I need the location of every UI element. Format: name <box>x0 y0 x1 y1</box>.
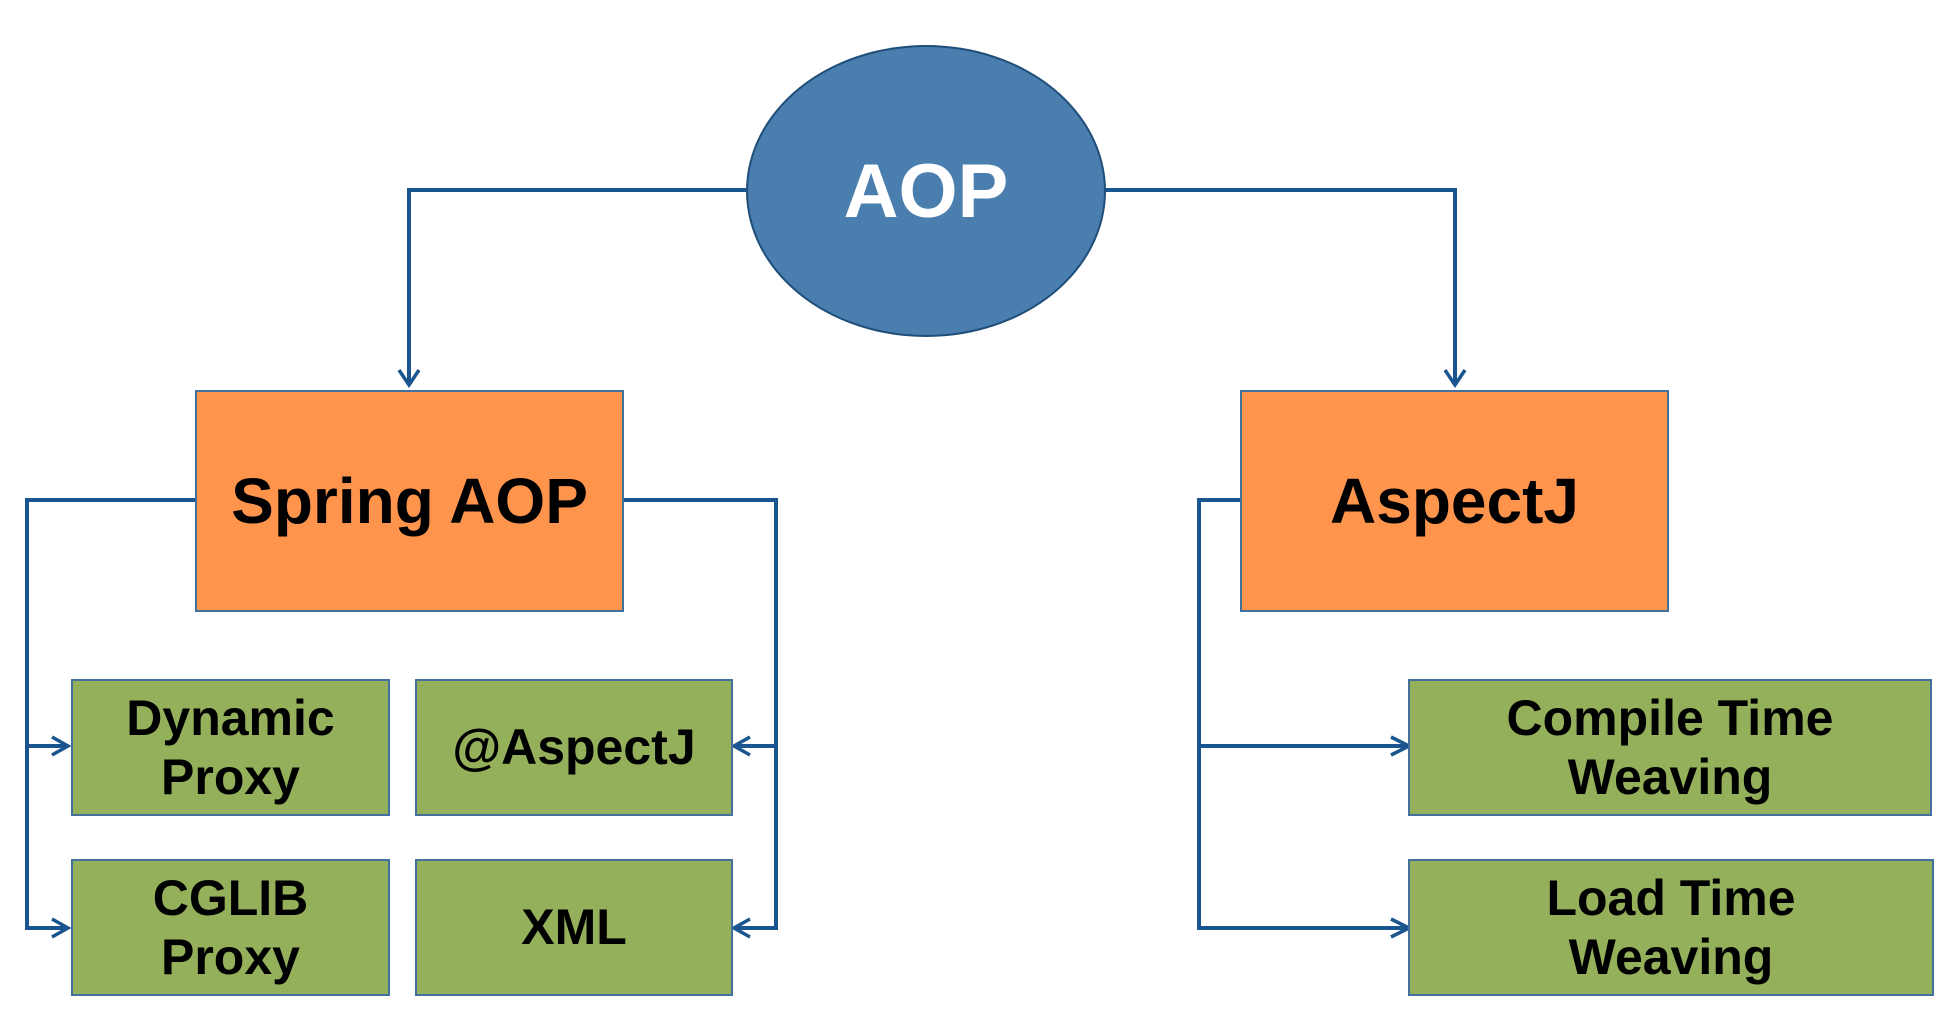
spring-aop-label: Spring AOP <box>231 465 588 537</box>
spring-aop-node: Spring AOP <box>195 390 624 612</box>
cglib-proxy-label: CGLIB Proxy <box>152 869 309 985</box>
connector-spring-aop-right-bracket <box>624 498 778 930</box>
xml-label: XML <box>521 899 627 955</box>
connector-spring-aop-left-bracket <box>25 498 195 930</box>
aop-label: AOP <box>843 148 1009 234</box>
arrowhead-aspectj-annotation <box>730 735 751 757</box>
arrowhead-spring-aop <box>397 369 421 389</box>
aspectj-label: AspectJ <box>1330 465 1579 537</box>
dynamic-proxy-node: Dynamic Proxy <box>71 679 390 816</box>
arrowhead-xml <box>730 917 751 939</box>
aspectj-annotation-label: @AspectJ <box>452 719 696 775</box>
arrowhead-dynamic-proxy <box>51 735 72 757</box>
aspectj-node: AspectJ <box>1240 390 1669 612</box>
aop-node: AOP <box>746 45 1106 337</box>
cglib-proxy-node: CGLIB Proxy <box>71 859 390 996</box>
xml-node: XML <box>415 859 733 996</box>
compile-time-weaving-label: Compile Time Weaving <box>1506 689 1834 805</box>
connector-aspectj-bracket <box>1197 498 1408 930</box>
load-time-weaving-label: Load Time Weaving <box>1546 869 1796 985</box>
arrowhead-aspectj <box>1443 369 1467 389</box>
connector-aop-to-spring-aop <box>407 188 748 383</box>
dynamic-proxy-label: Dynamic Proxy <box>126 689 335 805</box>
load-time-weaving-node: Load Time Weaving <box>1408 859 1934 996</box>
aspectj-annotation-node: @AspectJ <box>415 679 733 816</box>
connector-aop-to-aspectj <box>1104 188 1457 383</box>
compile-time-weaving-node: Compile Time Weaving <box>1408 679 1932 816</box>
arrowhead-cglib-proxy <box>51 917 72 939</box>
